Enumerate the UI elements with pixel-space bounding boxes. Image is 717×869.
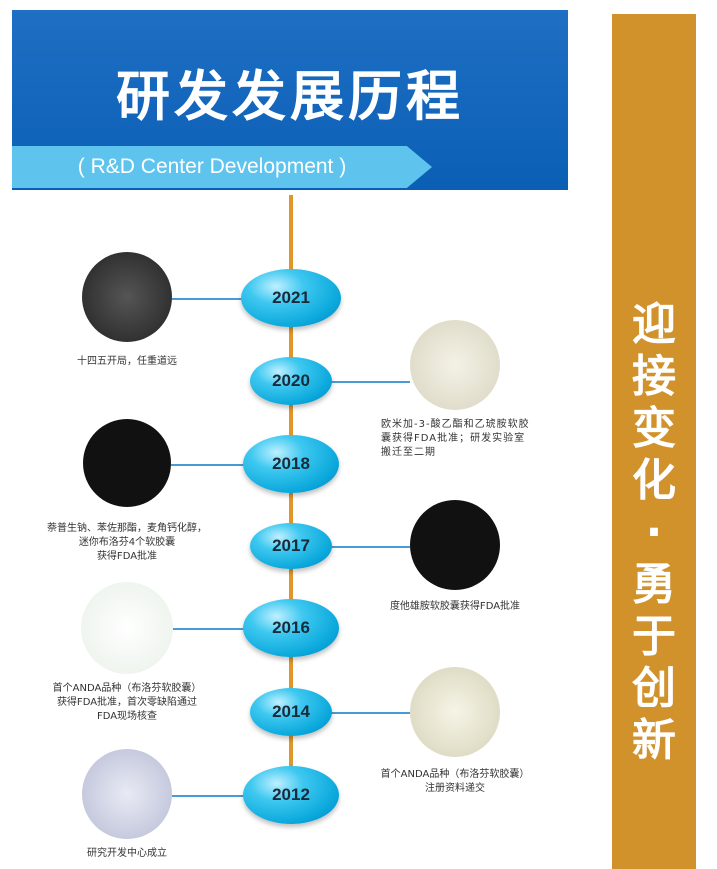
milestone-description: 首个ANDA品种（布洛芬软胶囊） 注册资料递交 bbox=[355, 768, 555, 796]
slogan-panel: 迎接变化 · 勇于创新 bbox=[612, 14, 696, 869]
connector-line bbox=[291, 712, 410, 714]
year-label: 2014 bbox=[272, 702, 310, 721]
milestone-image bbox=[410, 320, 500, 410]
connector-line bbox=[291, 546, 410, 548]
connector-line bbox=[171, 464, 291, 466]
description-line: 搬迁至二期 bbox=[381, 447, 436, 458]
connector-line bbox=[172, 795, 291, 797]
milestone-description: 首个ANDA品种（布洛芬软胶囊） 获得FDA批准，首次零缺陷通过 FDA现场核查 bbox=[27, 682, 227, 724]
description-line: 获得FDA批准 bbox=[96, 551, 158, 562]
year-capsule-2012: 2012 bbox=[243, 766, 339, 824]
milestone-image bbox=[410, 500, 500, 590]
description-line: 萘普生钠、苯佐那酯，麦角钙化醇， bbox=[47, 523, 207, 534]
page-title: 研发发展历程 bbox=[116, 65, 464, 128]
description-line: 迷你布洛芬4个软胶囊 bbox=[78, 537, 176, 548]
year-label: 2021 bbox=[272, 288, 310, 307]
milestone-image bbox=[82, 749, 172, 839]
slogan-top: 迎接变化 bbox=[632, 299, 676, 506]
description-line: 欧米加-3-酸乙酯和乙琥胺软胶 bbox=[381, 419, 530, 430]
description-line: 研究开发中心成立 bbox=[87, 848, 167, 859]
year-capsule-2014: 2014 bbox=[250, 688, 332, 736]
milestone-image bbox=[410, 667, 500, 757]
year-capsule-2017: 2017 bbox=[250, 523, 332, 569]
year-label: 2016 bbox=[272, 618, 310, 637]
milestone-description: 度他雄胺软胶囊获得FDA批准 bbox=[355, 600, 555, 614]
page-subtitle: ( R&D Center Development ) bbox=[77, 155, 347, 178]
year-label: 2018 bbox=[272, 454, 310, 473]
milestone-image bbox=[81, 582, 173, 674]
year-capsule-2018: 2018 bbox=[243, 435, 339, 493]
milestone-image bbox=[83, 419, 171, 507]
year-capsule-2016: 2016 bbox=[243, 599, 339, 657]
description-line: FDA现场核查 bbox=[96, 711, 158, 722]
description-line: 十四五开局，任重道远 bbox=[77, 356, 177, 367]
year-capsule-2021: 2021 bbox=[241, 269, 341, 327]
milestone-description: 十四五开局，任重道远 bbox=[27, 355, 227, 369]
connector-line bbox=[291, 381, 410, 383]
description-line: 获得FDA批准，首次零缺陷通过 bbox=[56, 697, 198, 708]
year-label: 2017 bbox=[272, 536, 310, 555]
year-label: 2012 bbox=[272, 785, 310, 804]
description-line: 囊获得FDA批准；研发实验室 bbox=[381, 433, 526, 444]
description-line: 首个ANDA品种（布洛芬软胶囊） bbox=[380, 769, 530, 780]
description-line: 注册资料递交 bbox=[425, 783, 485, 794]
year-label: 2020 bbox=[272, 371, 310, 390]
subtitle-strip: ( R&D Center Development ) bbox=[12, 146, 432, 188]
milestone-description: 欧米加-3-酸乙酯和乙琥胺软胶囊获得FDA批准；研发实验室搬迁至二期 bbox=[381, 418, 530, 460]
milestone-description: 研究开发中心成立 bbox=[27, 847, 227, 861]
connector-line bbox=[173, 628, 291, 630]
slogan-dot: · bbox=[645, 507, 663, 558]
description-line: 首个ANDA品种（布洛芬软胶囊） bbox=[52, 683, 202, 694]
slogan-bottom: 勇于创新 bbox=[632, 559, 676, 766]
milestone-description: 萘普生钠、苯佐那酯，麦角钙化醇， 迷你布洛芬4个软胶囊获得FDA批准 bbox=[27, 522, 227, 564]
milestone-image bbox=[82, 252, 172, 342]
connector-line bbox=[172, 298, 291, 300]
description-line: 度他雄胺软胶囊获得FDA批准 bbox=[389, 601, 521, 612]
year-capsule-2020: 2020 bbox=[250, 357, 332, 405]
timeline-spine bbox=[289, 195, 293, 795]
